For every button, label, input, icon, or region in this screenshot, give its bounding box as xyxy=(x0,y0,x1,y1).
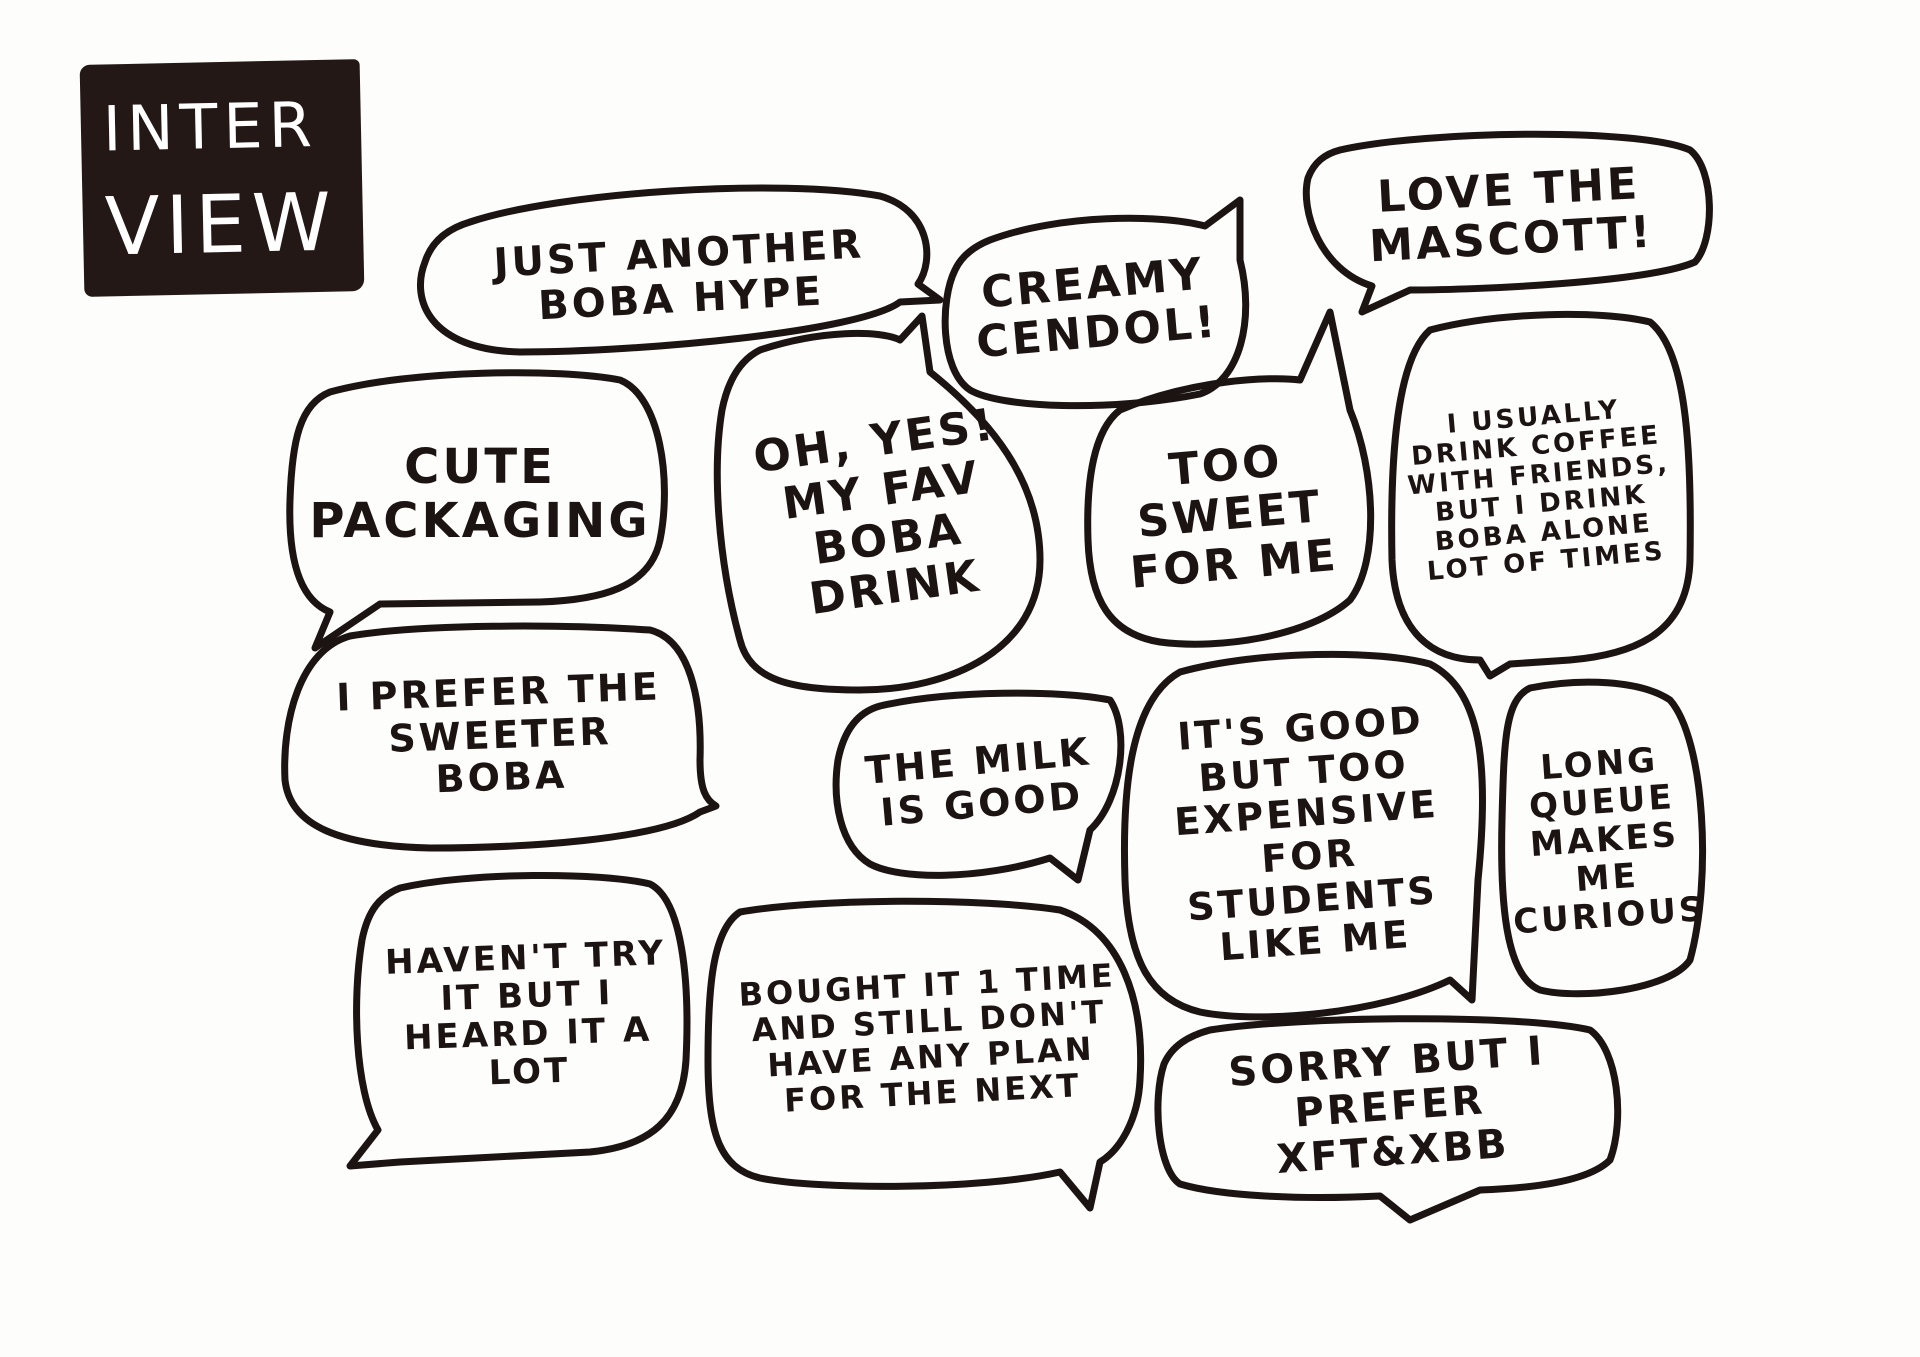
speech-bubble-outline xyxy=(1154,1015,1622,1224)
quote-too-expensive: IT'S GOOD BUT TOO EXPENSIVE FOR STUDENTS… xyxy=(1172,698,1441,970)
quote-long-queue: LONG QUEUE MAKES ME CURIOUS xyxy=(1511,739,1708,943)
quote-boba-hype: JUST ANOTHER BOBA HYPE xyxy=(492,221,866,330)
quote-usually-coffee: I USUALLY DRINK COFFEE WITH FRIENDS, BUT… xyxy=(1406,394,1672,588)
speech-bubble-outline xyxy=(704,897,1145,1212)
title-line-2: VIEW xyxy=(104,175,338,274)
speech-bubble-outline xyxy=(1302,130,1713,316)
quote-too-sweet: TOO SWEET FOR ME xyxy=(1128,435,1341,599)
quote-prefer-xft: SORRY BUT I PREFER XFT&XBB xyxy=(1227,1028,1547,1183)
speech-bubble-outline xyxy=(281,622,720,852)
interview-title-box: INTER VIEW xyxy=(79,59,365,297)
speech-bubble-outline xyxy=(713,312,1044,694)
quote-prefer-sweeter: I PREFER THE SWEETER BOBA xyxy=(335,664,662,802)
speech-bubble-outline xyxy=(1084,308,1375,648)
speech-bubble-outline xyxy=(346,871,691,1170)
quote-milk-good: THE MILK IS GOOD xyxy=(863,729,1093,835)
speech-bubble-outline xyxy=(832,689,1125,884)
speech-bubble-outline xyxy=(1498,678,1707,998)
quote-cute-packaging: CUTE PACKAGING xyxy=(309,439,651,549)
speech-bubble-outline xyxy=(1388,310,1694,680)
quote-havent-try: HAVEN'T TRY IT BUT I HEARD IT A LOT xyxy=(384,932,667,1094)
quote-oh-yes: OH, YES! MY FAV BOBA DRINK xyxy=(750,399,1000,626)
speech-bubble-outline xyxy=(1120,650,1487,1021)
quote-bought-once: BOUGHT IT 1 TIME AND STILL DON'T HAVE AN… xyxy=(737,956,1117,1120)
speech-bubble-outline xyxy=(417,184,944,356)
speech-bubble-outline xyxy=(286,369,668,652)
quote-love-mascott: LOVE THE MASCOTT! xyxy=(1367,157,1655,273)
quote-creamy-cendol: CREAMY CENDOL! xyxy=(974,248,1221,369)
title-line-1: INTER xyxy=(102,87,319,166)
